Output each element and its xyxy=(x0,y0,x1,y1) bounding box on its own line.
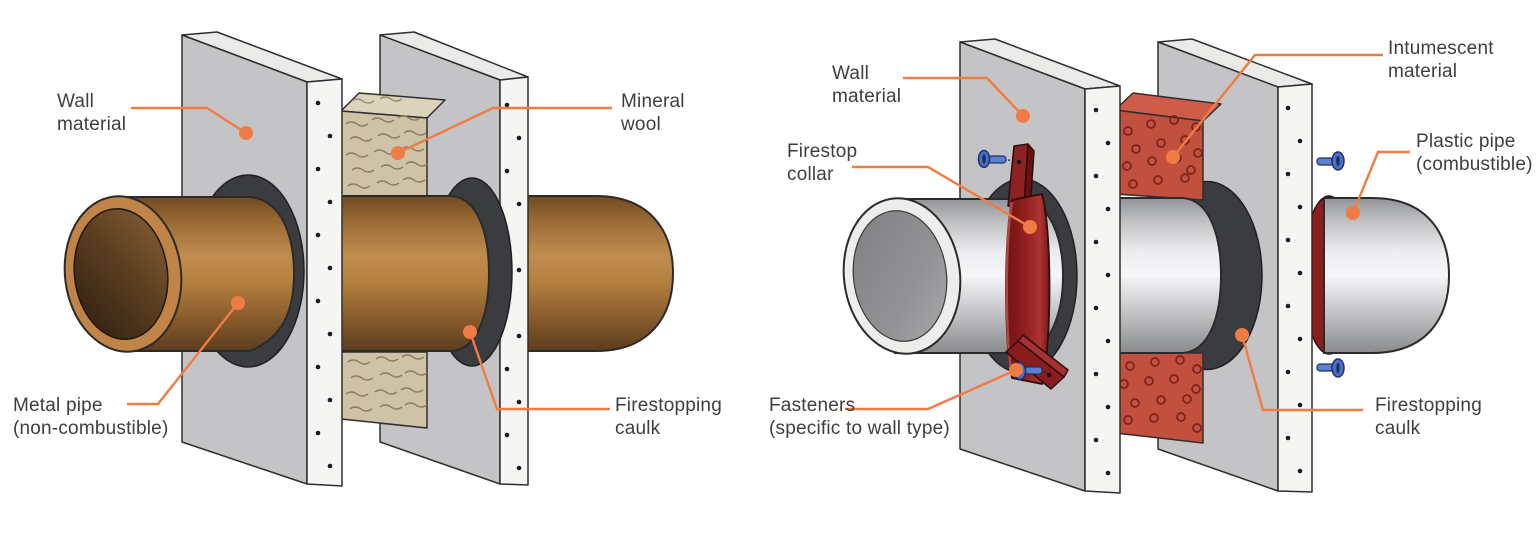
metal-pipe-diagram xyxy=(63,31,675,487)
leader-dot-fasteners xyxy=(1009,363,1023,377)
leader-dot-firestopping-caulk-right xyxy=(1235,328,1249,342)
leader-dot-metal-pipe xyxy=(231,296,245,310)
label-firestopping-caulk-left: Firestopping caulk xyxy=(615,395,722,439)
label-wall-material-right: Wall material xyxy=(832,63,902,107)
right-diagram-leader-dots xyxy=(1009,109,1360,377)
label-firestop-collar: Firestop collar xyxy=(787,141,858,185)
screw-dash-line xyxy=(1042,371,1049,374)
leader-firestopping-caulk-left xyxy=(468,331,610,411)
label-mineral-wool: Mineral wool xyxy=(621,91,685,135)
label-wall-material-left: Wall material xyxy=(57,91,127,135)
back-wall-screw-bottom xyxy=(1316,358,1345,378)
label-metal-pipe: Metal pipe (non-combustible) xyxy=(13,395,169,439)
back-wall-screw-top xyxy=(1316,151,1345,171)
leader-dot-mineral-wool xyxy=(391,146,405,160)
front-wall-edge-strip xyxy=(1084,85,1121,494)
collar-screw-top xyxy=(977,149,1016,169)
leader-dot-firestopping-caulk-left xyxy=(463,325,477,339)
metal-pipe-bore xyxy=(73,207,169,341)
firestop-collar xyxy=(1005,143,1069,390)
intumescent-texture-holes xyxy=(1119,115,1203,433)
back-wall-screw-dots xyxy=(1285,105,1303,474)
front-wall-edge-strip xyxy=(306,78,343,487)
left-diagram-leader-dots xyxy=(231,126,477,339)
label-fasteners: Fasteners (specific to wall type) xyxy=(769,395,950,439)
metal-pipe-right-segment xyxy=(519,195,675,352)
front-wall-screw-dots xyxy=(315,100,333,469)
collar-tab-hole-bottom xyxy=(1046,372,1052,378)
leader-dot-wall-material-left xyxy=(239,126,253,140)
screw-shaft xyxy=(1024,366,1043,375)
plastic-pipe-diagram xyxy=(842,38,1451,494)
leader-dot-plastic-pipe xyxy=(1346,206,1360,220)
leader-firestop-collar xyxy=(852,165,1031,229)
leader-dot-firestop-collar xyxy=(1023,220,1037,234)
screw-shaft xyxy=(987,155,1007,164)
metal-pipe-near-segment xyxy=(63,195,296,353)
leader-fasteners xyxy=(845,368,1017,411)
mineral-wool-lower-front-face xyxy=(340,351,428,429)
screw-slot xyxy=(1336,362,1340,374)
front-wall-screw-dots xyxy=(1093,107,1111,476)
label-plastic-pipe: Plastic pipe (combustible) xyxy=(1416,131,1533,175)
leader-metal-pipe xyxy=(127,302,239,406)
plastic-pipe-middle-segment xyxy=(1114,197,1223,354)
leader-dot-intumescent-material xyxy=(1166,150,1180,164)
collar-band-highlight xyxy=(1005,201,1014,377)
left-diagram-leaders xyxy=(127,106,612,411)
leader-wall-material-right xyxy=(903,76,1024,117)
plastic-pipe-bore xyxy=(852,210,948,342)
screw-slot xyxy=(982,154,986,164)
leader-mineral-wool xyxy=(397,106,612,155)
right-diagram-leaders xyxy=(845,53,1410,412)
screw-slot xyxy=(1336,155,1340,167)
plastic-pipe-right-segment xyxy=(1323,197,1451,354)
leader-wall-material-left xyxy=(131,106,247,135)
leader-plastic-pipe xyxy=(1351,150,1410,214)
leader-firestopping-caulk-right xyxy=(1240,334,1363,412)
mineral-wool-texture-squiggles xyxy=(345,96,429,412)
back-wall-edge-strip xyxy=(1277,83,1313,493)
metal-pipe-middle-segment xyxy=(334,195,491,352)
leader-intumescent-material xyxy=(1172,53,1383,158)
fastener-screws xyxy=(977,149,1345,381)
mineral-wool-upper-front-face xyxy=(340,110,428,199)
intumescent-upper-front-face xyxy=(1114,109,1204,201)
label-intumescent-material: Intumescent material xyxy=(1388,38,1494,82)
screw-dash-line xyxy=(1007,159,1016,162)
leader-dot-wall-material-right xyxy=(1016,109,1030,123)
label-firestopping-caulk-right: Firestopping caulk xyxy=(1375,395,1482,439)
back-wall-edge-strip xyxy=(499,76,529,486)
collar-tab-hole-top xyxy=(1016,159,1022,165)
